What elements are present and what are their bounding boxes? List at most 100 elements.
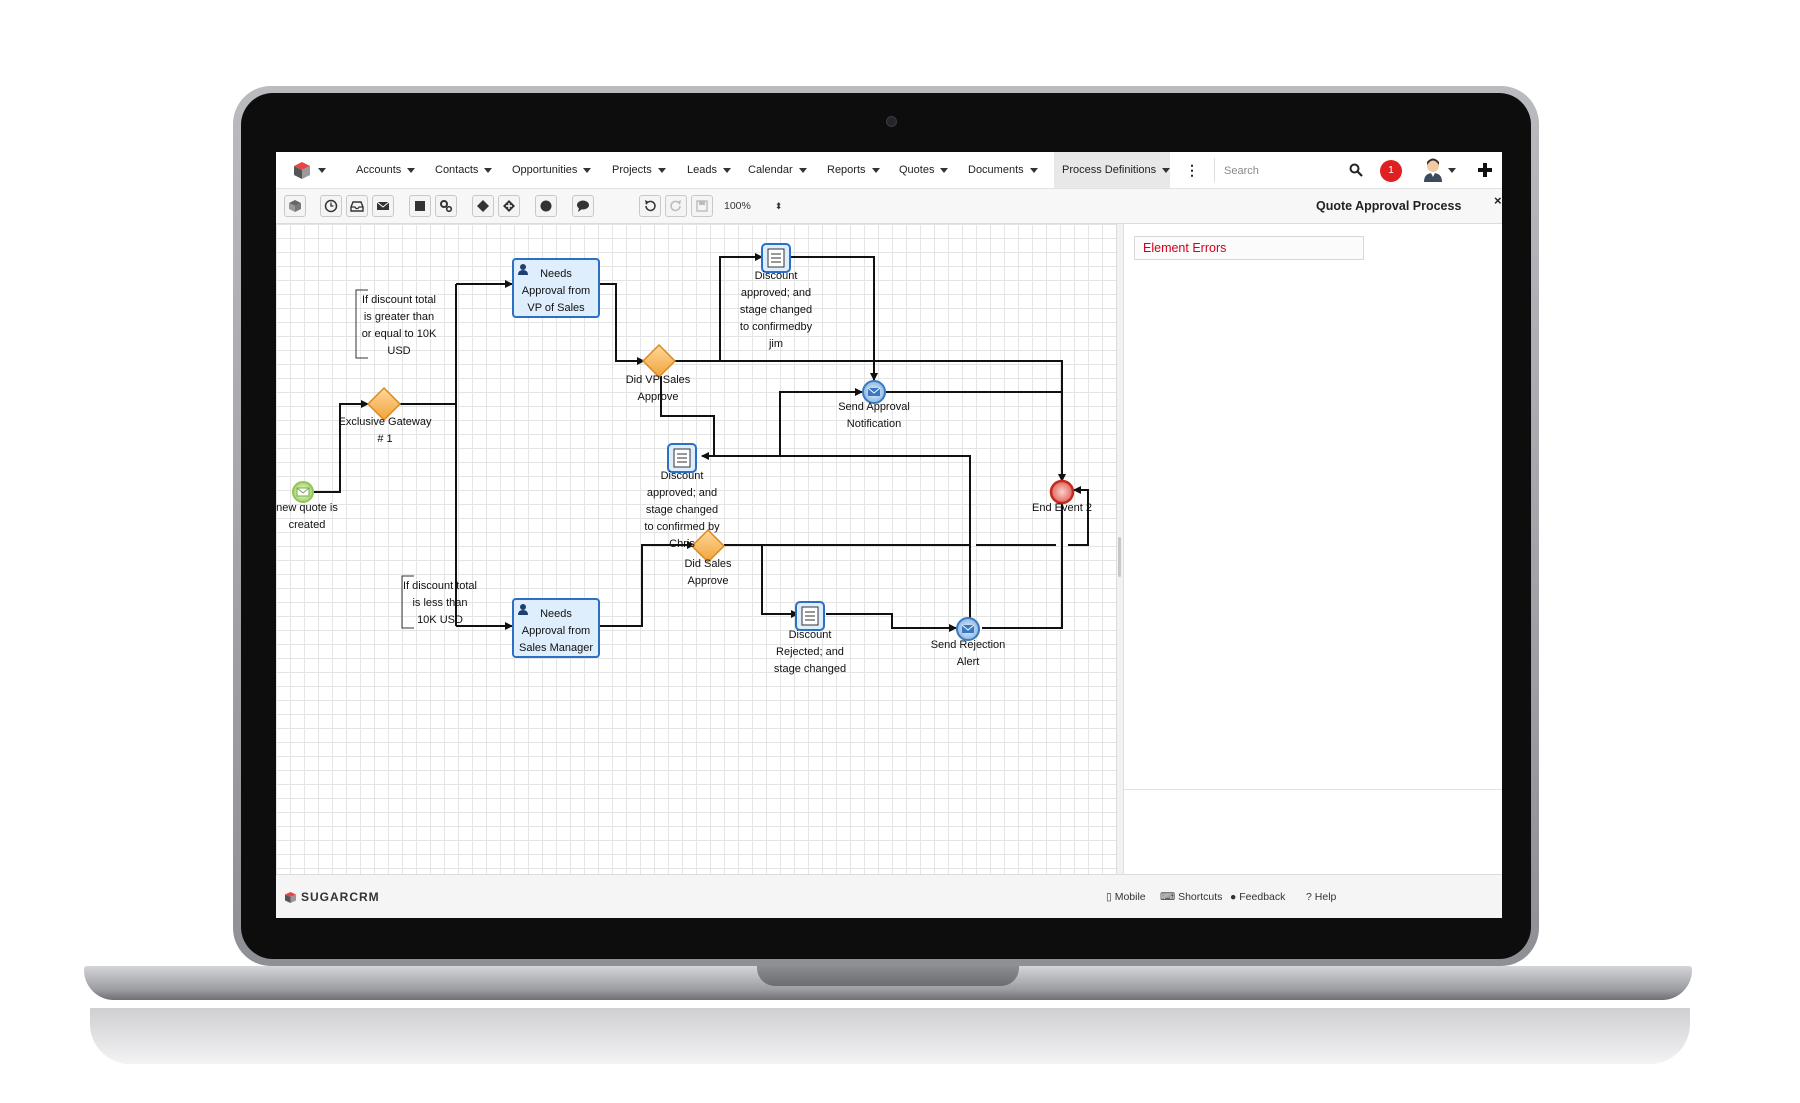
end-event-button[interactable] [535,195,557,217]
element-errors-header[interactable]: Element Errors [1134,236,1364,260]
nav-contacts[interactable]: Contacts [435,152,493,188]
exclusive-gateway-button[interactable] [472,195,494,217]
inbox-icon [350,201,364,212]
chevron-down-icon [1029,167,1038,173]
nav-label: Process Definitions [1062,164,1157,176]
properties-panel: Element Errors [1123,224,1502,874]
nav-process-definitions[interactable]: Process Definitions [1054,152,1171,188]
envelope-icon [376,201,390,210]
question-icon: ? [1306,891,1312,903]
footer: SUGARCRM ▯ Mobile ⌨ Shortcuts ● Feedback… [276,874,1502,918]
gateway-vp-label: Did VP Sales Approve [625,374,691,403]
laptop-notch [757,966,1019,986]
process-canvas[interactable]: Needs Approval from VP of Sales Needs Ap… [276,224,1116,874]
sugar-cube-icon [294,162,310,180]
nav-projects[interactable]: Projects [612,152,666,188]
zoom-select[interactable]: 100% ⬍ [724,195,782,217]
chevron-down-icon [407,167,416,173]
start-event-label: new quote is created [276,502,338,531]
splitter-handle[interactable] [1118,537,1121,577]
search-icon[interactable] [1349,163,1363,177]
end-event-label: End Event 2 [1032,502,1092,514]
nav-opportunities[interactable]: Opportunities [512,152,592,188]
chevron-down-icon [722,167,731,173]
gateway-sales-label: Did Sales Approve [684,558,732,587]
action-rejected-label: Discount Rejected; and stage changed [773,629,847,675]
plus-icon[interactable] [1477,162,1493,178]
gears-icon [440,200,453,213]
exclusive-gateway-1 [366,386,402,422]
square-icon [415,201,425,211]
diamond-plus-icon [503,200,515,212]
nav-label: Leads [687,164,717,176]
nav-divider [1214,158,1215,182]
brand-text: SUGARCRM [301,890,380,904]
nav-label: Quotes [899,164,935,176]
laptop-base-shadow [90,1008,1690,1064]
redo-button[interactable] [665,195,687,217]
nav-label: Projects [612,164,652,176]
clock-icon [324,199,338,213]
chevron-down-icon[interactable] [1448,168,1456,173]
gateway1-label: Exclusive Gateway # 1 [338,416,432,445]
message-event-button[interactable] [372,195,394,217]
action-button[interactable] [435,195,457,217]
nav-accounts[interactable]: Accounts [356,152,416,188]
nav-label: Documents [968,164,1024,176]
gateway-sales [690,528,726,564]
more-menu-icon[interactable]: ⋮ [1185,162,1199,178]
task-vp-approval[interactable]: Needs Approval from VP of Sales [512,258,600,318]
close-icon[interactable]: × [1494,193,1502,208]
annotation-over-10k: If discount total is greater than or equ… [361,294,437,357]
comment-icon [577,200,589,212]
chevron-down-icon [798,167,807,173]
chevron-down-icon [583,167,592,173]
end-event [1049,479,1075,505]
nav-calendar[interactable]: Calendar [748,152,807,188]
diamond-icon [477,200,489,212]
stepper-icon: ⬍ [774,201,783,211]
logo-menu[interactable] [292,152,326,188]
gateway-vp [641,343,677,379]
nav-documents[interactable]: Documents [968,152,1038,188]
save-button[interactable] [691,195,713,217]
send-rejection-label: Send Rejection Alert [930,639,1006,668]
notification-badge[interactable]: 1 [1380,160,1402,182]
footer-link-label: Help [1314,891,1337,903]
parallel-gateway-button[interactable] [498,195,520,217]
keyboard-icon: ⌨ [1160,891,1176,903]
task-sales-manager-approval[interactable]: Needs Approval from Sales Manager [512,598,600,658]
footer-help-link[interactable]: ? Help [1306,875,1336,918]
chevron-down-icon [657,167,666,173]
nav-label: Opportunities [512,164,578,176]
task-label: Needs Approval from Sales Manager [519,608,593,654]
chevron-down-icon [484,167,493,173]
footer-shortcuts-link[interactable]: ⌨ Shortcuts [1160,875,1222,918]
screen: Accounts Contacts Opportunities Projects… [276,152,1502,918]
send-approval-label: Send Approval Notification [838,401,910,430]
avatar[interactable] [1422,158,1444,182]
inbox-button[interactable] [346,195,368,217]
zoom-level: 100% [724,200,751,212]
circle-icon [540,200,552,212]
chevron-down-icon [1162,167,1171,173]
cube-button[interactable] [284,195,306,217]
nav-quotes[interactable]: Quotes [899,152,949,188]
save-icon [696,200,708,212]
comment-button[interactable] [572,195,594,217]
sugarcrm-logo: SUGARCRM [284,890,380,904]
cube-icon [289,200,301,212]
action-chris-label: Discount approved; and stage changed to … [644,470,720,550]
footer-mobile-link[interactable]: ▯ Mobile [1106,875,1146,918]
undo-button[interactable] [639,195,661,217]
search-input[interactable] [1222,159,1354,183]
activity-button[interactable] [409,195,431,217]
chevron-down-icon [940,167,949,173]
user-icon [518,264,528,275]
nav-reports[interactable]: Reports [827,152,880,188]
footer-feedback-link[interactable]: ● Feedback [1230,875,1285,918]
nav-label: Calendar [748,164,793,176]
timer-event-button[interactable] [320,195,342,217]
nav-leads[interactable]: Leads [687,152,731,188]
task-label: Needs Approval from VP of Sales [521,268,591,314]
